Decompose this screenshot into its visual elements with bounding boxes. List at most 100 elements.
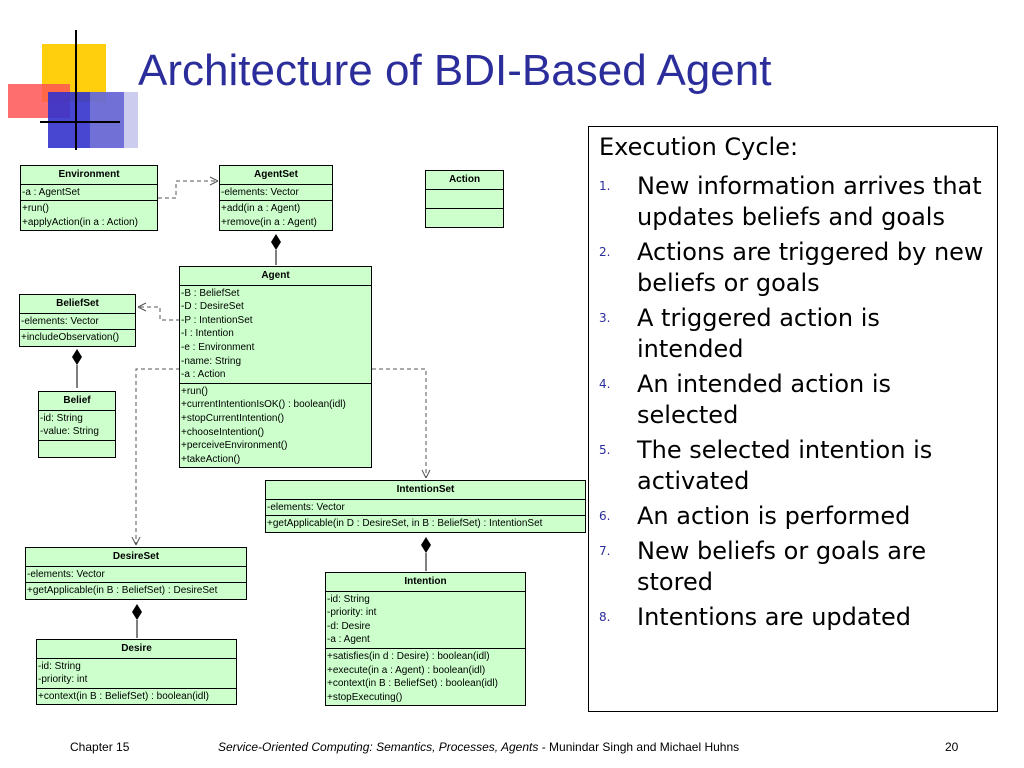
attributes: -id: String -priority: int [37, 659, 236, 689]
arrow-intentionset [421, 469, 431, 479]
attribute: -id: String [327, 593, 370, 605]
class-name: Agent [180, 267, 371, 286]
class-agentset: AgentSet -elements: Vector +add(in a : A… [219, 165, 333, 232]
class-name: Belief [39, 392, 115, 411]
item-text: New beliefs or goals are stored [637, 537, 927, 596]
dep-environment-agentset [158, 180, 218, 199]
item-number: 2. [599, 245, 611, 259]
operations [39, 441, 115, 457]
attribute: -a : Agent [327, 634, 370, 646]
composition-beliefset-belief [72, 349, 82, 365]
item-text: An intended action is selected [637, 370, 892, 429]
attribute: -value: String [40, 426, 99, 438]
attributes: -a : AgentSet [21, 185, 157, 202]
operations: +run() +applyAction(in a : Action) [21, 201, 157, 230]
item-number: 3. [599, 311, 611, 325]
attributes: -B : BeliefSet -D : DesireSet -P : Inten… [180, 286, 371, 384]
list-item: 5. The selected intention is activated [599, 435, 989, 497]
attribute: -d: Desire [327, 620, 371, 632]
class-name: DesireSet [26, 548, 246, 567]
class-belief: Belief -id: String -value: String [38, 391, 116, 458]
list-item: 2. Actions are triggered by new beliefs o… [599, 237, 989, 299]
operation: +stopExecuting() [327, 691, 403, 703]
class-name: Desire [37, 640, 236, 659]
arrow-agentset [209, 176, 219, 186]
item-text: A triggered action is intended [637, 304, 880, 363]
dep-agent-intentionset [372, 368, 427, 478]
footer-citation: Service-Oriented Computing: Semantics, P… [218, 740, 739, 754]
attribute: -I : Intention [181, 328, 234, 340]
operation: +stopCurrentIntention() [181, 412, 285, 424]
class-name: IntentionSet [266, 481, 585, 500]
operation: +execute(in a : Agent) : boolean(idl) [327, 664, 486, 676]
attributes: -elements: Vector [220, 185, 332, 202]
operation: +applyAction(in a : Action) [22, 216, 138, 228]
operation: +context(in B : BeliefSet) : boolean(idl… [38, 690, 209, 702]
attributes: -elements: Vector [266, 500, 585, 517]
attribute: -B : BeliefSet [181, 287, 240, 299]
arrow-beliefset [137, 302, 147, 312]
attribute: -D : DesireSet [181, 301, 244, 313]
operation: +remove(in a : Agent) [221, 216, 317, 228]
operations: +add(in a : Agent) +remove(in a : Agent) [220, 201, 332, 230]
operation: +perceiveEnvironment() [181, 440, 288, 452]
page-number: 20 [945, 740, 959, 754]
operation: +context(in B : BeliefSet) : boolean(idl… [327, 678, 498, 690]
attributes: -id: String -priority: int -d: Desire -a… [326, 592, 525, 649]
slide-title: Architecture of BDI-Based Agent [138, 46, 772, 95]
item-text: Intentions are updated [637, 603, 912, 631]
operation: +run() [22, 203, 49, 215]
class-beliefset: BeliefSet -elements: Vector +includeObse… [19, 294, 136, 347]
slide-logo [8, 30, 138, 150]
class-desireset: DesireSet -elements: Vector +getApplicab… [25, 547, 247, 600]
attributes: -id: String -value: String [39, 411, 115, 441]
attribute: -id: String [40, 412, 83, 424]
item-number: 8. [599, 610, 611, 624]
class-name: Intention [326, 573, 525, 592]
class-desire: Desire -id: String -priority: int +conte… [36, 639, 237, 706]
attribute: -a : Action [181, 369, 226, 381]
operations: +getApplicable(in D : DesireSet, in B : … [266, 516, 585, 532]
attribute: -name: String [181, 355, 242, 367]
footer-chapter: Chapter 15 [70, 740, 130, 754]
footer-book-title: Service-Oriented Computing: Semantics, P… [218, 740, 539, 754]
attribute: -elements: Vector [21, 315, 99, 327]
operations: +context(in B : BeliefSet) : boolean(idl… [37, 689, 236, 705]
item-text: Actions are triggered by new beliefs or … [637, 238, 984, 297]
arrow-desireset [131, 536, 141, 546]
class-intentionset: IntentionSet -elements: Vector +getAppli… [265, 480, 586, 533]
list-item: 8. Intentions are updated [599, 602, 989, 633]
operations: +run() +currentIntentionIsOK() : boolean… [180, 384, 371, 468]
item-number: 4. [599, 377, 611, 391]
attribute: -elements: Vector [267, 501, 345, 513]
item-text: The selected intention is activated [637, 436, 933, 495]
attribute: -elements: Vector [221, 186, 299, 198]
operations: +includeObservation() [20, 330, 135, 346]
attribute: -elements: Vector [27, 568, 105, 580]
execution-steps-list: 1. New information arrives that updates b… [599, 171, 989, 637]
operation: +getApplicable(in B : BeliefSet) : Desir… [27, 585, 218, 597]
attribute: -a : AgentSet [22, 186, 80, 198]
item-number: 6. [599, 509, 611, 523]
composition-desireset-desire [132, 604, 142, 620]
operations [426, 209, 503, 227]
dep-agent-desireset [135, 368, 180, 545]
item-number: 1. [599, 179, 611, 193]
class-name: Environment [21, 166, 157, 185]
operation: +getApplicable(in D : DesireSet, in B : … [267, 518, 543, 530]
composition-intentionset-intention [421, 537, 431, 553]
footer-authors: - Munindar Singh and Michael Huhns [538, 740, 740, 754]
list-item: 7.New beliefs or goals are stored [599, 536, 989, 598]
list-item: 4. An intended action is selected [599, 369, 989, 431]
attribute: -P : IntentionSet [181, 314, 253, 326]
list-item: 3. A triggered action is intended [599, 303, 989, 365]
operation: +currentIntentionIsOK() : boolean(idl) [181, 399, 346, 411]
class-name: Action [426, 171, 503, 190]
item-text: New information arrives that updates bel… [637, 172, 982, 231]
attributes: -elements: Vector [20, 314, 135, 331]
item-number: 5. [599, 443, 611, 457]
composition-agentset-agent [271, 234, 281, 250]
operation: +run() [181, 385, 208, 397]
operation: +includeObservation() [21, 332, 120, 344]
attribute: -priority: int [327, 607, 377, 619]
